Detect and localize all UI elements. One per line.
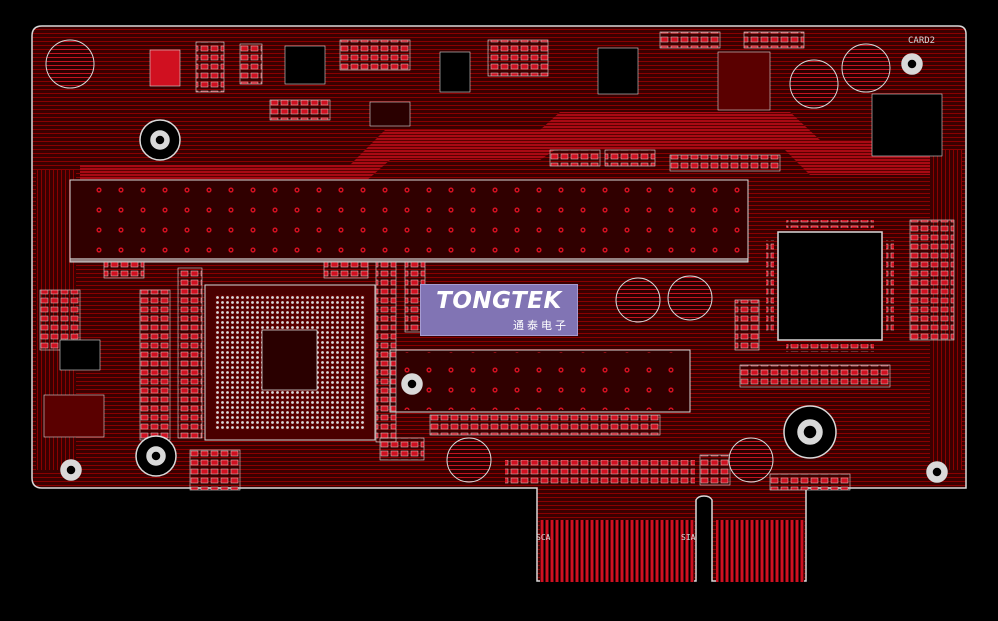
- smd-components: [39, 31, 955, 491]
- edge-connector-fingers: [540, 520, 694, 582]
- connector-label-sca: SCA: [536, 533, 551, 542]
- logo-brand: TONGTEK: [436, 288, 562, 314]
- pad-row: [505, 460, 695, 484]
- board-label: CARD2: [908, 36, 935, 46]
- tongtek-logo: TONGTEK 通泰电子: [420, 284, 578, 336]
- mounting-holes: [60, 53, 948, 483]
- qfp-chip: [777, 231, 883, 341]
- signal-bus: [80, 112, 930, 182]
- edge-connector-fingers: [716, 520, 804, 582]
- logo-subtitle: 通泰电子: [513, 319, 569, 332]
- electrolytic-capacitors: [45, 39, 891, 483]
- connector-label-sia: SIA: [681, 533, 696, 542]
